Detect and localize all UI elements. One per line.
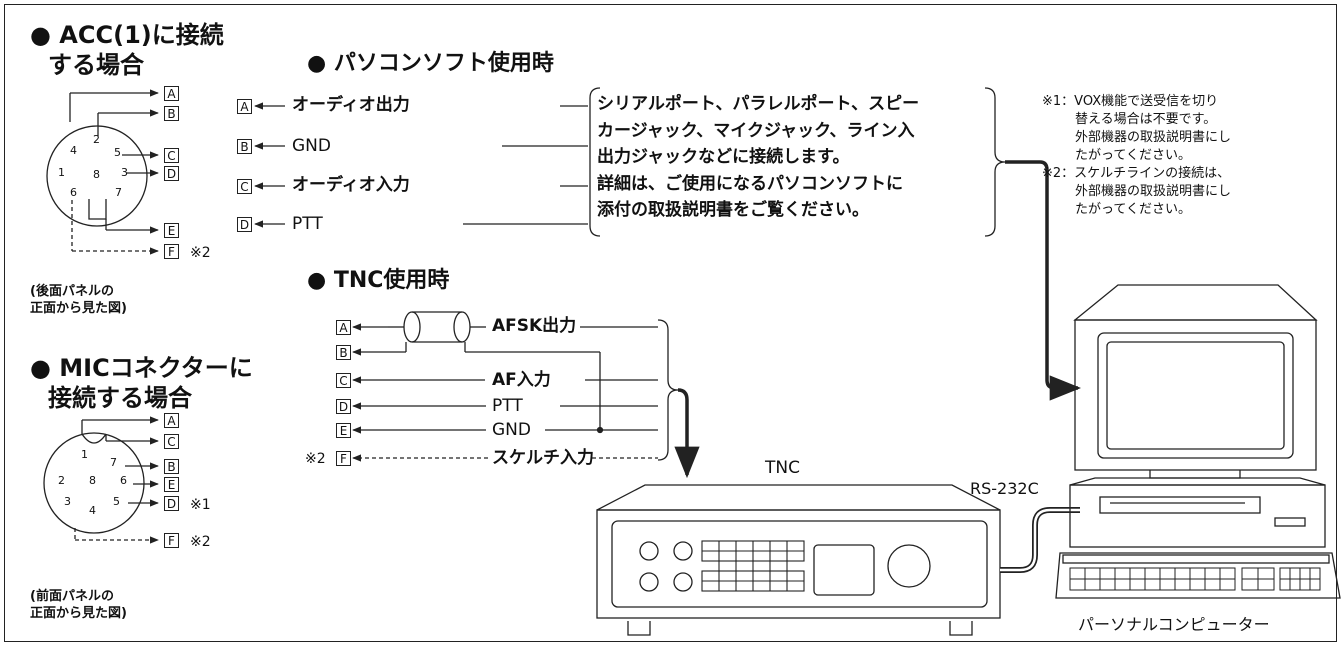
acc-term-c: C xyxy=(164,148,179,163)
pc-info-line: 添付の取扱説明書をご覧ください。 xyxy=(597,200,869,220)
acc-connector xyxy=(46,89,159,255)
tnc-wiring xyxy=(352,311,700,479)
pc-heading: ● パソコンソフト使用時 xyxy=(307,51,554,76)
mic-caption-2: 正面から見た図) xyxy=(30,606,127,621)
pc-info-text: シリアルポート、パラレルポート、スピー カージャック、マイクジャック、ライン入 … xyxy=(597,91,992,224)
acc-term-f: F xyxy=(164,244,179,259)
tnc-term-e: E xyxy=(336,423,351,438)
tnc-label-af-in: AF入力 xyxy=(492,370,551,390)
acc-pin: 1 xyxy=(58,166,65,179)
mic-pin: 6 xyxy=(120,474,127,487)
tnc-label-squelch: スケルチ入力 xyxy=(492,448,594,468)
pc-info-line: シリアルポート、パラレルポート、スピー xyxy=(597,94,920,114)
tnc-term-c: C xyxy=(336,373,351,388)
rs232-cable xyxy=(1000,507,1080,573)
mic-f-note: ※2 xyxy=(190,534,211,550)
mic-d-note: ※1 xyxy=(190,497,211,513)
mic-title: ● MICコネクターに xyxy=(30,354,253,382)
pc-label-audio-in: オーディオ入力 xyxy=(292,175,410,195)
acc-title-2: する場合 xyxy=(48,51,144,79)
pc-info-line: カージャック、マイクジャック、ライン入 xyxy=(597,120,915,141)
mic-pin: 3 xyxy=(64,495,71,508)
acc-caption: (後面パネルの xyxy=(30,284,114,299)
acc-pin: 6 xyxy=(70,186,77,199)
pc-term-d: D xyxy=(237,217,252,232)
pc-info-line: 出力ジャックなどに接続します。 xyxy=(597,147,850,167)
mic-term-c: C xyxy=(164,434,179,449)
note-2-line: 外部機器の取扱説明書にし xyxy=(1075,184,1232,199)
computer-label: パーソナルコンピューター xyxy=(1078,615,1270,634)
acc-pin: 2 xyxy=(93,133,100,146)
tnc-term-a: A xyxy=(336,320,351,335)
acc-term-a: A xyxy=(164,86,179,101)
tnc-term-b: B xyxy=(336,345,351,360)
acc-pin: 5 xyxy=(114,146,121,159)
rs232-label: RS-232C xyxy=(970,479,1039,498)
note-2: ※2：スケルチラインの接続は、 xyxy=(1042,166,1231,181)
acc-caption-2: 正面から見た図) xyxy=(30,301,127,316)
pc-info-line: 詳細は、ご使用になるパソコンソフトに xyxy=(597,173,903,194)
acc-pin: 3 xyxy=(121,166,128,179)
pc-term-b: B xyxy=(237,139,252,154)
pc-term-a: A xyxy=(237,99,252,114)
acc-pin: 4 xyxy=(70,144,77,157)
acc-term-b: B xyxy=(164,106,179,121)
acc-term-e: E xyxy=(164,223,179,238)
tnc-heading: ● TNC使用時 xyxy=(307,268,450,293)
mic-term-e: E xyxy=(164,477,179,492)
mic-term-b: B xyxy=(164,459,179,474)
acc-pin: 7 xyxy=(115,186,122,199)
tnc-device xyxy=(596,484,1001,636)
acc-term-d: D xyxy=(164,166,179,181)
mic-pin: 5 xyxy=(113,495,120,508)
pc-term-c: C xyxy=(237,179,252,194)
mic-caption: (前面パネルの xyxy=(30,589,114,604)
mic-term-f: F xyxy=(164,533,179,548)
tnc-f-note: ※2 xyxy=(305,451,326,467)
tnc-device-label: TNC xyxy=(765,458,800,478)
note-1: ※1：VOX機能で送受信を切り xyxy=(1042,94,1219,109)
acc-f-note: ※2 xyxy=(190,245,211,261)
pc-wiring xyxy=(254,87,1082,401)
tnc-term-d: D xyxy=(336,399,351,414)
mic-pin: 8 xyxy=(89,474,96,487)
note-1-line: 替える場合は不要です。 xyxy=(1075,112,1217,127)
mic-pin: 7 xyxy=(110,456,117,469)
tnc-label-ptt: PTT xyxy=(492,396,523,416)
pc-label-ptt: PTT xyxy=(292,214,323,234)
acc-pin: 8 xyxy=(93,168,100,181)
pc-label-audio-out: オーディオ出力 xyxy=(292,95,410,115)
diagram-frame xyxy=(4,4,1337,642)
mic-title-2: 接続する場合 xyxy=(48,384,192,412)
tnc-label-afsk: AFSK出力 xyxy=(492,316,577,336)
tnc-label-gnd: GND xyxy=(492,420,531,440)
mic-pin: 2 xyxy=(58,474,65,487)
mic-pin: 4 xyxy=(89,504,96,517)
note-1-line: 外部機器の取扱説明書にし xyxy=(1075,130,1232,145)
note-2-line: たがってください。 xyxy=(1075,202,1191,217)
personal-computer xyxy=(1055,284,1341,599)
pc-label-gnd: GND xyxy=(292,136,331,156)
mic-term-a: A xyxy=(164,413,179,428)
note-1-line: たがってください。 xyxy=(1075,148,1191,163)
mic-term-d: D xyxy=(164,496,179,511)
notes: ※1：VOX機能で送受信を切り 替える場合は不要です。 外部機器の取扱説明書にし… xyxy=(1042,93,1231,219)
mic-connector xyxy=(43,416,159,544)
acc-title: ● ACC(1)に接続 xyxy=(30,21,224,49)
tnc-term-f: F xyxy=(336,451,351,466)
mic-pin: 1 xyxy=(81,448,88,461)
